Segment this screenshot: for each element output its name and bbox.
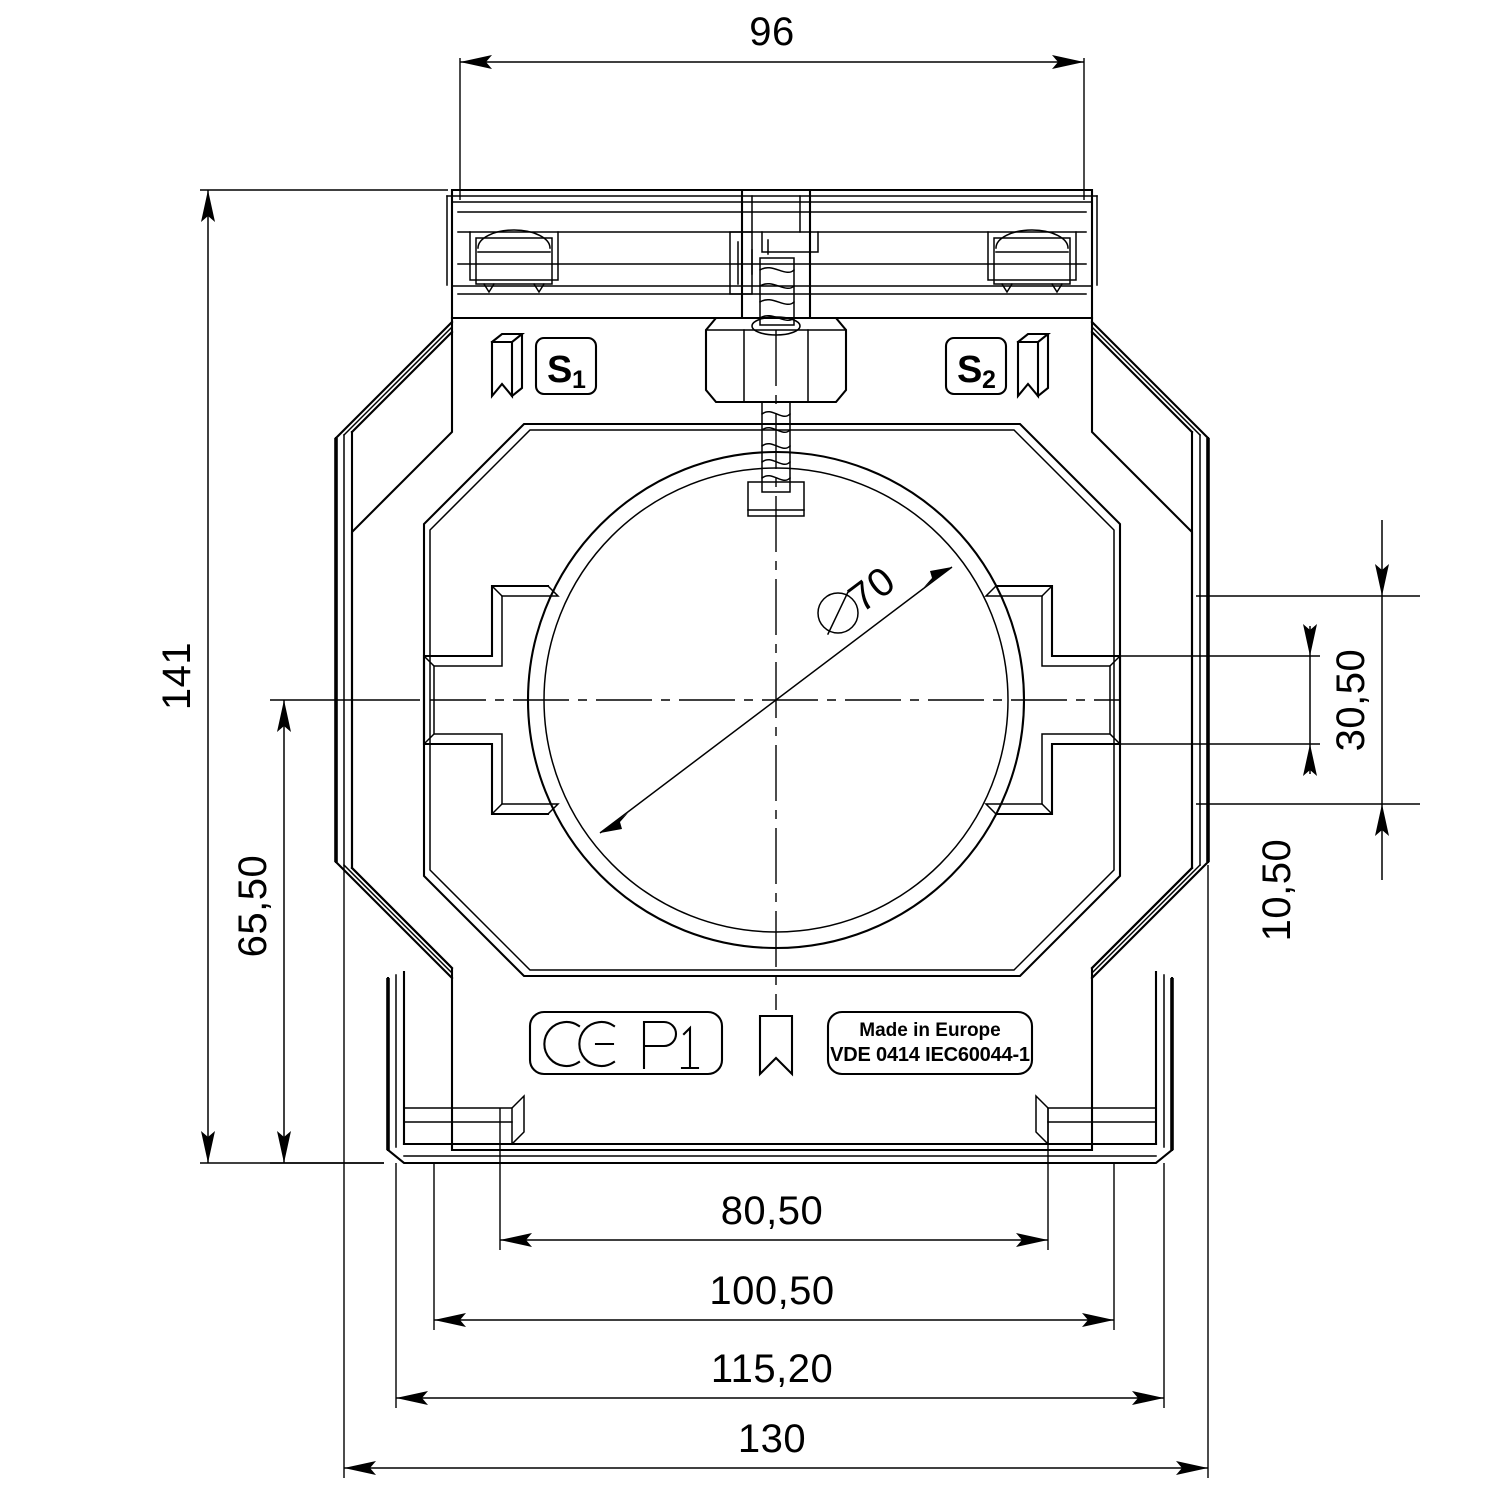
marking-arrow-center: [758, 1014, 794, 1077]
dimension-label-right-inner: 30,50: [1329, 649, 1373, 752]
terminal-block-assembly: [446, 188, 1098, 320]
s2-label: S: [957, 349, 982, 391]
dimension-left-6550: 65,50: [231, 699, 420, 1164]
arrow-marker-center-icon: [758, 1014, 794, 1077]
dimension-label-bottom-4: 130: [738, 1417, 806, 1461]
dimension-right-1050: 10,50: [1196, 520, 1420, 941]
diameter-symbol-icon: [817, 591, 859, 635]
dimension-label-left-outer: 141: [155, 642, 199, 710]
marking-ce-p1: [528, 1010, 724, 1076]
marking-s2: S 2: [944, 332, 1051, 399]
stepped-aperture: [422, 450, 1122, 950]
bore-outer-circle: [526, 450, 1026, 950]
dimension-bottom-11520: 115,20: [395, 1163, 1165, 1408]
bore-inner-circle: [543, 467, 1009, 933]
central-clamp-screw: [704, 257, 848, 517]
ce-mark-icon: [543, 1021, 616, 1067]
made-in-europe-text: Made in Europe: [859, 1020, 1000, 1041]
dimension-bottom-8050: 80,50: [499, 1108, 1049, 1250]
p1-mark: [642, 1020, 700, 1070]
dimension-top-96: 96: [459, 10, 1085, 200]
dimension-label-right-outer: 10,50: [1255, 839, 1299, 942]
dimension-right-3050: 30,50: [1108, 624, 1373, 776]
s2-subscript: 2: [982, 366, 996, 394]
arrow-marker-s1-icon: [490, 340, 514, 399]
dimension-label-bottom-3: 115,20: [711, 1347, 833, 1391]
dimension-bottom-130: 130: [343, 865, 1209, 1478]
transformer-body-outline: [334, 316, 1210, 1165]
terminal-screw-pocket-left: [469, 229, 559, 294]
dimension-label-bottom-1: 80,50: [721, 1189, 824, 1233]
marking-s1: S 1: [490, 332, 598, 399]
terminal-screw-pocket-right: [987, 229, 1077, 294]
marking-origin-plate: Made in Europe VDE 0414 IEC60044-1: [826, 1010, 1034, 1076]
s1-subscript: 1: [572, 366, 586, 394]
s1-label: S: [547, 349, 572, 391]
inner-recess-outline: [422, 422, 1122, 978]
dimension-label-top: 96: [749, 10, 795, 54]
dimension-bottom-10050: 100,50: [433, 1163, 1115, 1330]
dimension-label-bottom-2: 100,50: [709, 1269, 834, 1313]
vde-standard-text: VDE 0414 IEC60044-1: [830, 1044, 1030, 1066]
arrow-marker-s2-icon: [1016, 340, 1040, 399]
dimension-label-left-inner: 65,50: [231, 855, 275, 958]
